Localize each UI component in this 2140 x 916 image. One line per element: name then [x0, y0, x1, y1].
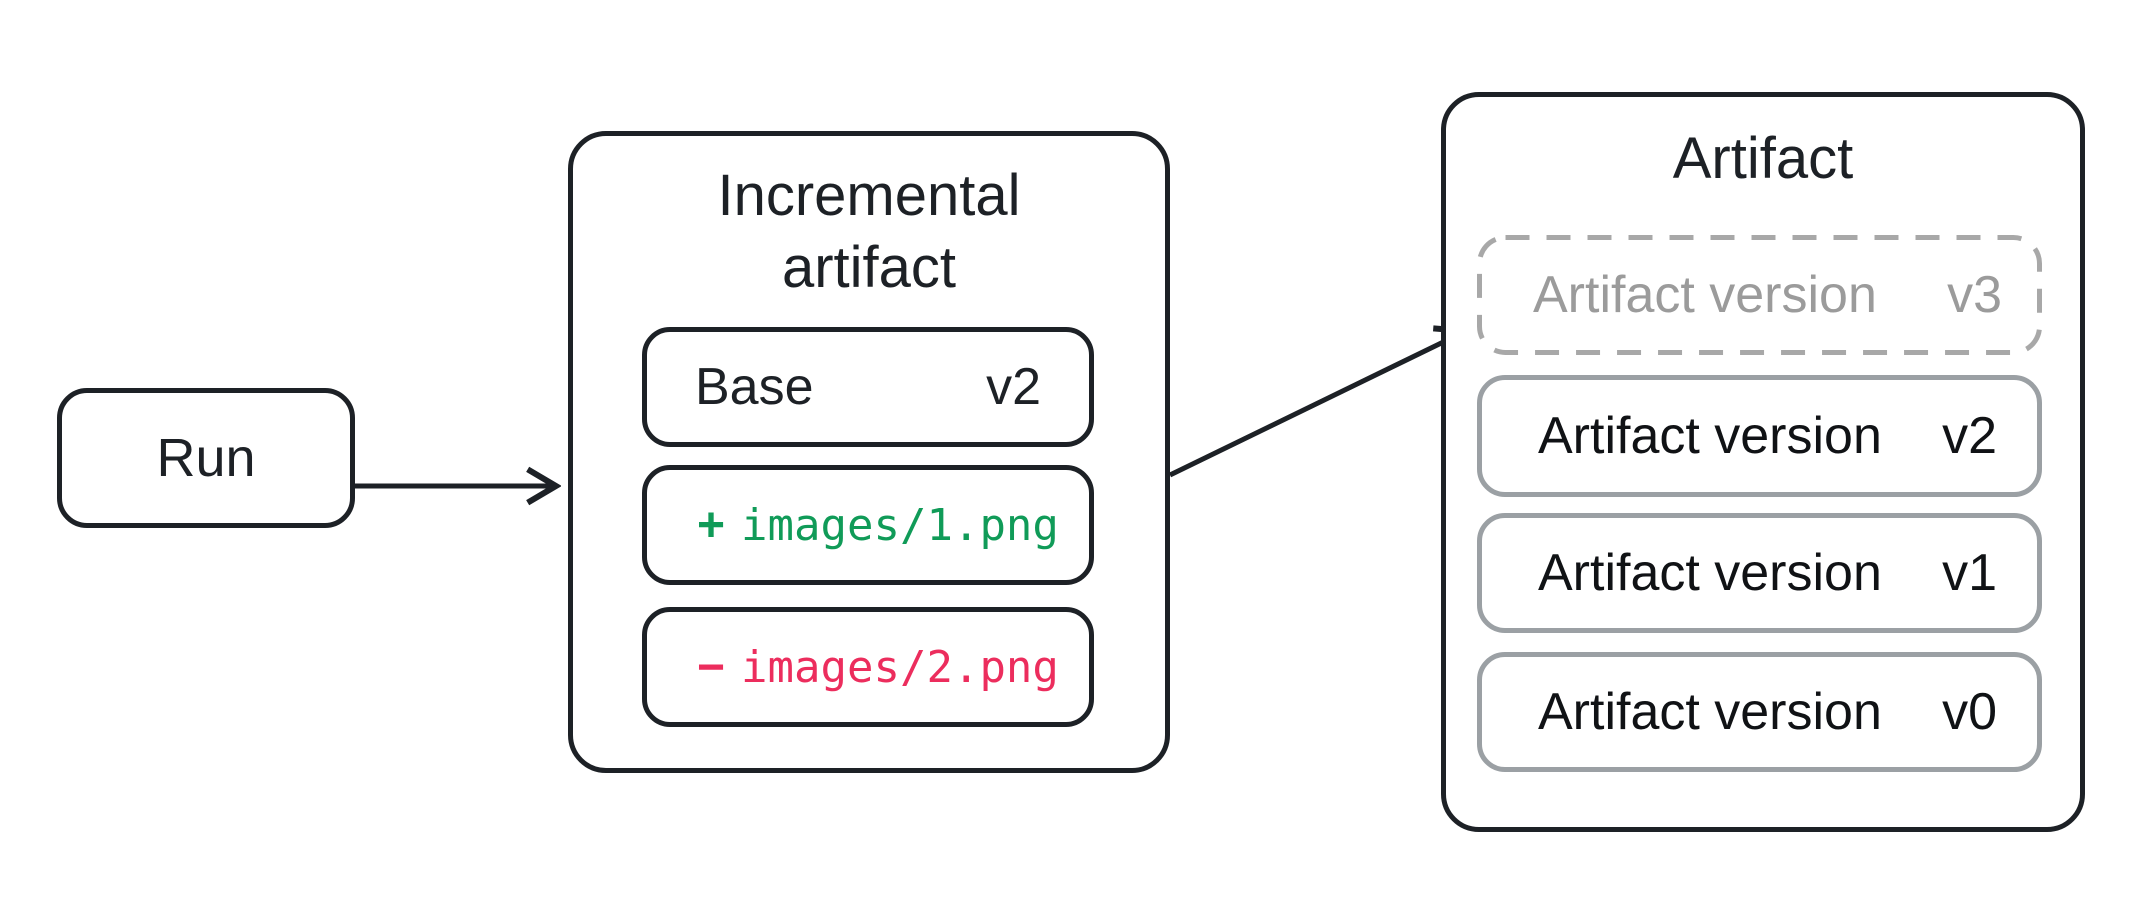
pending-version-label: Artifact version: [1533, 266, 1877, 324]
added-file-chip: + images/1.png: [642, 465, 1094, 585]
incremental-artifact-title: Incremental artifact: [573, 160, 1165, 304]
pending-version-number: v3: [1947, 266, 2002, 324]
removed-file-chip: − images/2.png: [642, 607, 1094, 727]
incremental-artifact-node: Incremental artifact Base v2 + images/1.…: [568, 131, 1170, 773]
plus-icon: +: [697, 498, 726, 552]
incremental-title-line2: artifact: [781, 235, 957, 300]
removed-file-path: images/2.png: [741, 641, 1059, 693]
artifact-version-number: v0: [1942, 683, 1997, 741]
artifact-version-number: v2: [1942, 407, 1997, 465]
added-file-path: images/1.png: [741, 499, 1059, 551]
pending-version-chip: Artifact version v3: [1477, 235, 2042, 355]
incremental-to-artifact-arrow: [1168, 331, 1466, 478]
base-version-chip: Base v2: [642, 327, 1094, 447]
artifact-title: Artifact: [1672, 126, 1854, 191]
artifact-version-number: v1: [1942, 544, 1997, 602]
artifact-version-chip-v1: Artifact version v1: [1477, 513, 2042, 633]
base-label: Base: [695, 358, 814, 416]
artifact-node: Artifact Artifact version v3 Artifact ve…: [1441, 92, 2085, 832]
run-label: Run: [156, 428, 256, 488]
base-version: v2: [986, 358, 1041, 416]
minus-icon: −: [697, 640, 726, 694]
artifact-version-chip-v2: Artifact version v2: [1477, 375, 2042, 497]
dashed-border: [1477, 235, 2042, 355]
artifact-version-label: Artifact version: [1538, 683, 1882, 741]
artifact-version-chip-v0: Artifact version v0: [1477, 652, 2042, 772]
run-node: Run: [57, 388, 355, 528]
artifact-version-label: Artifact version: [1538, 407, 1882, 465]
artifact-version-label: Artifact version: [1538, 544, 1882, 602]
incremental-title-line1: Incremental: [717, 163, 1021, 228]
